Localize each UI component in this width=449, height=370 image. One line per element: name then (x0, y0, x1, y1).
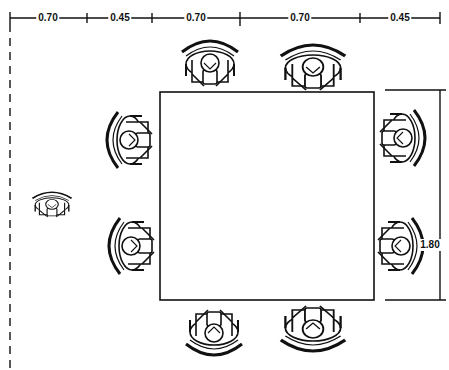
dimension-label: 1.80 (418, 239, 441, 251)
dimension-label: 0.70 (184, 12, 207, 24)
boundary-line (9, 24, 10, 368)
table (160, 92, 374, 300)
dimension-label: 0.70 (288, 12, 311, 24)
dimension-label: 0.45 (108, 12, 131, 24)
dimension-label: 0.45 (388, 12, 411, 24)
dimension-line (10, 12, 440, 26)
dimension-label: 0.70 (36, 12, 59, 24)
seated-people (32, 41, 425, 355)
